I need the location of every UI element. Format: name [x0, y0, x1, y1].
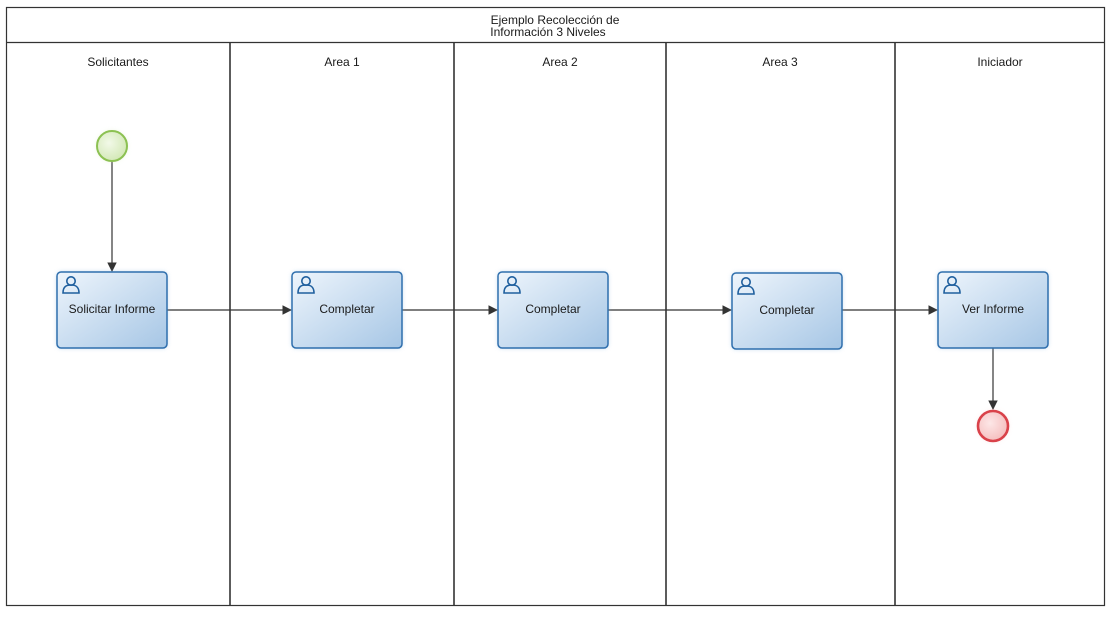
task-label: Completar [525, 302, 580, 316]
lane-dividers [229, 42, 896, 606]
lane-label-area-3[interactable]: Area 3 [762, 55, 798, 69]
task-label: Completar [319, 302, 374, 316]
task-label: Completar [759, 303, 814, 317]
end-event-circle[interactable] [976, 409, 1010, 443]
lane-label-iniciador[interactable]: Iniciador [977, 55, 1022, 69]
task-box[interactable] [291, 271, 403, 349]
task-box[interactable] [497, 271, 609, 349]
task-box[interactable] [56, 271, 168, 349]
pool-title-line1: Ejemplo Recolección de [491, 13, 620, 27]
pool-title-line2: Información 3 Niveles [490, 25, 605, 39]
lane-label-solicitantes[interactable]: Solicitantes [87, 55, 148, 69]
task-box[interactable] [731, 272, 843, 350]
start-event-circle[interactable] [96, 130, 128, 162]
lane-labels: Solicitantes Area 1 Area 2 Area 3 Inicia… [87, 55, 1022, 69]
task-solicitar-informe[interactable]: Solicitar Informe [56, 271, 168, 349]
lane-label-area-2[interactable]: Area 2 [542, 55, 578, 69]
task-label: Solicitar Informe [69, 302, 156, 316]
task-completar-area-1[interactable]: Completar [291, 271, 403, 349]
task-completar-area-2[interactable]: Completar [497, 271, 609, 349]
task-ver-informe[interactable]: Ver Informe [937, 271, 1049, 349]
end-event[interactable] [976, 409, 1010, 443]
task-label: Ver Informe [962, 302, 1024, 316]
start-event[interactable] [96, 130, 128, 162]
task-box[interactable] [937, 271, 1049, 349]
sequence-flows [107, 161, 998, 410]
task-completar-area-3[interactable]: Completar [731, 272, 843, 350]
lane-label-area-1[interactable]: Area 1 [324, 55, 360, 69]
